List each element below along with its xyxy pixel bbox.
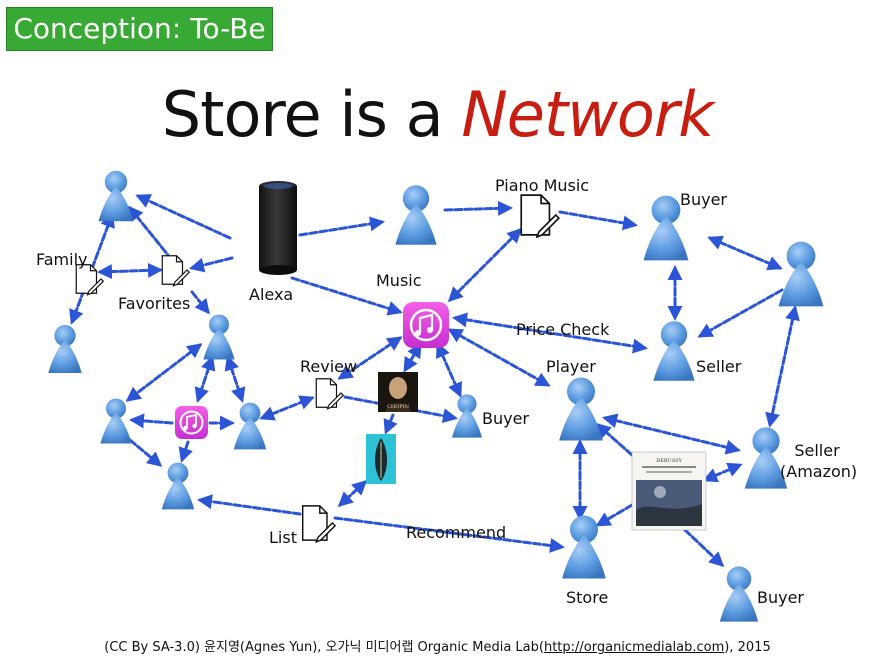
footer-link[interactable]: http://organicmedialab.com [543, 640, 725, 655]
score-app-icon [366, 434, 396, 484]
arrow-alexa-favorites [189, 256, 234, 273]
person-icon-seller [653, 321, 695, 381]
arrow-music-buyer-mid [435, 342, 463, 398]
person-icon-top-left [98, 170, 134, 222]
debussy-album-cover: DEBUSSY [631, 451, 707, 531]
label-list: List [269, 528, 297, 547]
person-icon-left [48, 325, 82, 373]
chopin-album-text: CHOPIN [387, 404, 410, 410]
document-icon-family [75, 264, 104, 296]
arrow-music-player [447, 328, 551, 387]
arrow-piano-buyer-top [558, 210, 638, 231]
arrow-album-store [595, 503, 634, 527]
label-music: Music [376, 271, 422, 290]
person-icon-favorites [203, 314, 235, 360]
arrow-score-list [337, 479, 368, 508]
footer-prefix: (CC By SA-3.0) 윤지영(Agnes Yun), 오가닉 미디어랩 … [104, 640, 544, 655]
arrow-album-player [595, 423, 634, 457]
title-prefix: Store is a [161, 78, 444, 151]
person-icon-music [395, 185, 437, 245]
person-icon-lower-left [161, 462, 195, 510]
music-app-icon [403, 302, 449, 348]
person-icon-player [559, 377, 603, 441]
person-icon-right [778, 241, 824, 307]
arrow-alexa-person-music [298, 216, 385, 237]
person-icon-middle-left [100, 398, 132, 444]
music-app-icon-small [175, 406, 208, 439]
person-icon-center-left [233, 402, 267, 450]
debussy-album-text: DEBUSSY [656, 458, 682, 464]
document-icon-review [315, 378, 344, 410]
arrow-person3-person4 [128, 438, 163, 467]
label-family: Family [36, 250, 88, 269]
arrow-person1-favorites [128, 205, 170, 257]
label-seller: Seller [696, 357, 742, 376]
arrow-family-favorites [97, 262, 163, 280]
arrow-player-amazon [602, 413, 741, 455]
arrow-music-chopin [403, 342, 422, 373]
arrow-buyer-top-person-right [707, 235, 783, 271]
arrow-album-amazon [702, 462, 743, 483]
arrow-person-right-seller [697, 288, 784, 338]
label-price-check: Price Check [516, 320, 610, 339]
chopin-album-cover: CHOPIN [378, 372, 418, 412]
arrow-chopin-score [383, 413, 398, 435]
label-store: Store [566, 588, 609, 607]
arrow-person5-person6 [224, 355, 246, 403]
label-buyer-bottom: Buyer [757, 588, 805, 607]
label-piano-music: Piano Music [495, 176, 590, 195]
arrow-person5-app-small [194, 355, 216, 403]
arrow-list-store [333, 516, 565, 553]
arrow-app-small-person3 [129, 413, 174, 429]
label-favorites: Favorites [118, 294, 191, 313]
person-icon-buyer-bottom [719, 566, 759, 622]
document-icon-favorites [161, 255, 190, 287]
arrow-alexa-music [290, 276, 403, 316]
arrow-person6-review [259, 395, 315, 421]
label-recommend: Recommend [406, 523, 507, 542]
arrow-person-right-amazon [765, 305, 800, 428]
document-icon-piano-music [520, 194, 560, 238]
label-buyer-mid: Buyer [482, 409, 530, 428]
document-icon-list [301, 505, 336, 543]
arrow-piano-music [447, 227, 523, 303]
label-player: Player [546, 357, 596, 376]
section-badge: Conception: To-Be [6, 7, 273, 51]
slide-title: Store is a Network [0, 78, 875, 151]
arrow-favorites-person5 [190, 290, 210, 315]
footer-suffix: ), 2015 [724, 640, 771, 655]
label-seller-amazon-line2: (Amazon) [780, 462, 858, 481]
arrow-app-small-person4 [178, 440, 193, 463]
person-icon-buyer-mid [452, 394, 482, 438]
arrow-album-buyer-bottom [683, 528, 725, 568]
alexa-speaker-icon [259, 181, 297, 275]
arrow-music-review [337, 336, 403, 380]
label-review: Review [300, 357, 358, 376]
label-alexa: Alexa [249, 285, 294, 304]
label-seller-amazon-line1: Seller [794, 441, 840, 460]
arrow-alexa-person1 [135, 194, 232, 240]
arrow-person-music-piano [443, 200, 513, 216]
arrow-person5-person3 [125, 343, 203, 402]
footer-credit: (CC By SA-3.0) 윤지영(Agnes Yun), 오가닉 미디어랩 … [0, 636, 875, 655]
label-buyer-top: Buyer [680, 190, 728, 209]
title-accent: Network [461, 78, 714, 151]
arrow-list-person4 [197, 494, 302, 516]
